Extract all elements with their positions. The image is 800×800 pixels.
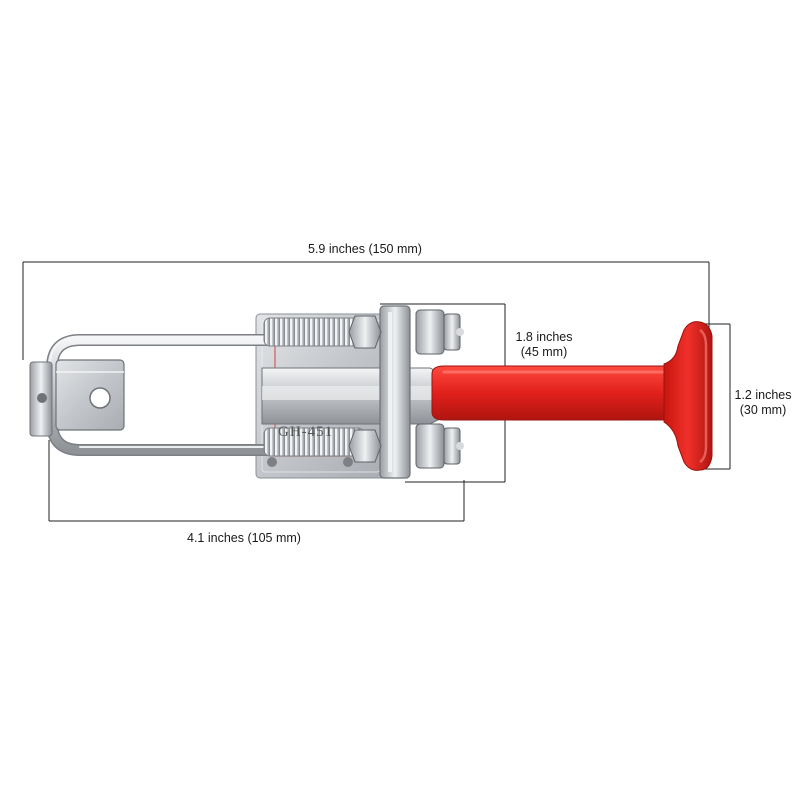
hook-hole [89, 387, 111, 409]
nut [348, 315, 382, 349]
nut [348, 429, 382, 463]
hook-rivet [37, 393, 47, 403]
dimension-lines [22, 261, 731, 522]
handle-width-label: 1.2 inches (30 mm) [731, 388, 795, 418]
nuts [348, 309, 464, 469]
mount-hole [343, 457, 353, 467]
handle-width-inches: 1.2 inches [734, 388, 792, 402]
model-stamp: GH-451 [278, 424, 333, 440]
body-length-label: 4.1 inches (105 mm) [187, 531, 301, 545]
mount-height-mm: (45 mm) [520, 345, 568, 359]
mount-height-label: 1.8 inches (45 mm) [508, 330, 580, 360]
handle-width-mm: (30 mm) [739, 403, 787, 417]
hook-catch [29, 359, 125, 437]
threaded-rods [263, 317, 365, 457]
red-t-handle [431, 321, 713, 471]
overall-length-label: 5.9 inches (150 mm) [308, 242, 422, 256]
nut [415, 423, 464, 469]
nut [415, 309, 464, 355]
upright-bracket [379, 305, 411, 479]
mount-hole [267, 457, 277, 467]
mount-height-inches: 1.8 inches [515, 330, 573, 344]
